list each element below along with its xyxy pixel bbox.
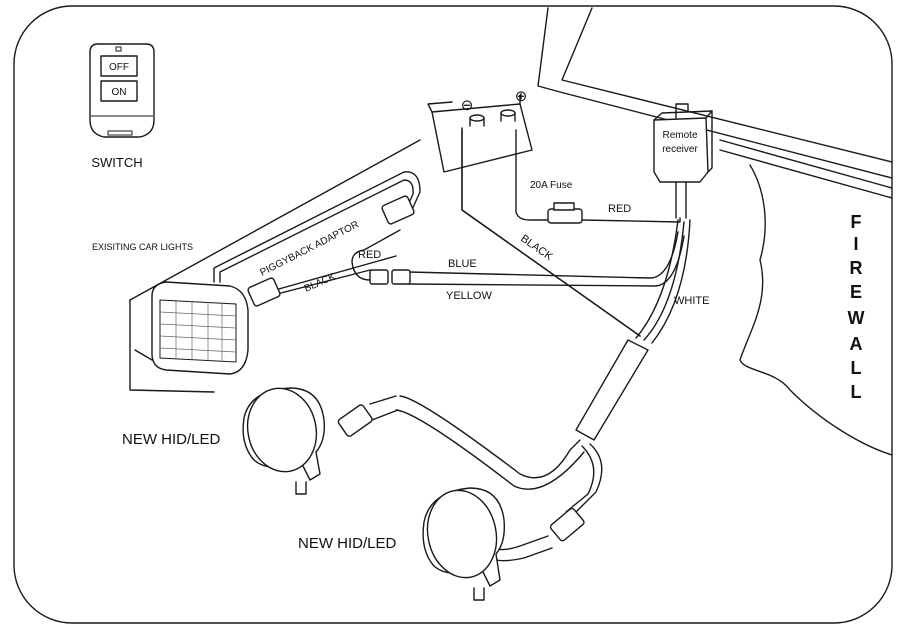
- new-light-2-label: NEW HID/LED: [298, 535, 397, 552]
- white-wire-label: WHITE: [674, 295, 709, 307]
- red-adaptor-label: RED: [358, 249, 381, 261]
- blue-wire-label: BLUE: [448, 258, 477, 270]
- switch-on-button[interactable]: [100, 80, 138, 102]
- new-light-1: [242, 387, 326, 495]
- red-wire-label-top: RED: [608, 203, 631, 215]
- fuse-holder: [547, 208, 583, 224]
- vehicle-body-outline: [129, 7, 893, 456]
- firewall-letter: I: [853, 234, 858, 254]
- switch-on-label: ON: [112, 87, 127, 98]
- firewall-letter: W: [848, 308, 865, 328]
- diagram-frame: [13, 5, 893, 624]
- yellow-wire: [407, 235, 685, 287]
- firewall-letter: E: [850, 282, 862, 302]
- connectors: [247, 195, 585, 542]
- black-wire-label: BLACK: [518, 233, 555, 264]
- existing-headlight: [151, 281, 249, 375]
- new-light-1-label: NEW HID/LED: [122, 431, 221, 448]
- remote-receiver-label-2: receiver: [662, 144, 698, 155]
- firewall-letter: F: [851, 212, 862, 232]
- yellow-wire-label: YELLOW: [446, 290, 492, 302]
- remote-receiver-label-1: Remote: [662, 130, 697, 141]
- switch-remote[interactable]: [89, 43, 155, 138]
- remote-receiver: [653, 103, 713, 219]
- red-wire: [515, 129, 549, 221]
- battery: [427, 94, 533, 173]
- switch-off-label: OFF: [109, 62, 129, 73]
- firewall-label: F I R E W A L L: [848, 212, 865, 402]
- existing-lights-label: EXISITING CAR LIGHTS: [92, 242, 193, 252]
- firewall-letter: R: [850, 258, 863, 278]
- battery-positive-symbol: ⊕: [515, 88, 528, 105]
- battery-negative-symbol: ⊖: [461, 97, 474, 114]
- firewall-letter: A: [850, 334, 863, 354]
- switch-off-button[interactable]: [100, 55, 138, 77]
- wiring-harness: [213, 127, 691, 562]
- new-light-2: [422, 487, 506, 601]
- switch-caption: SWITCH: [91, 155, 142, 170]
- black-adaptor-label: BLACK: [303, 271, 338, 295]
- fuse-label: 20A Fuse: [530, 180, 573, 191]
- firewall-letter: L: [851, 358, 862, 378]
- firewall-letter: L: [851, 382, 862, 402]
- blue-wire: [407, 231, 679, 279]
